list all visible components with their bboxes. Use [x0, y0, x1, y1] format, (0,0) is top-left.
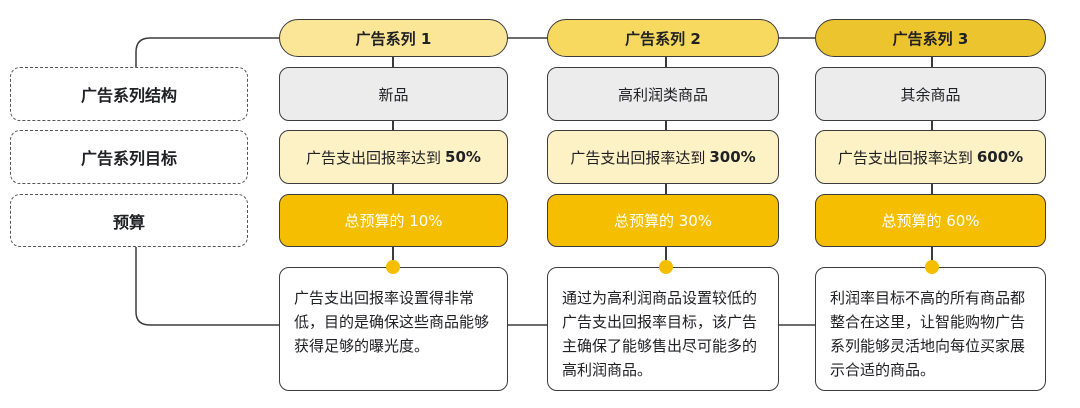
goal-value: 50% — [445, 148, 481, 166]
structure-text: 新品 — [378, 85, 409, 104]
campaign-budget-1: 总预算的 10% — [279, 194, 508, 247]
campaign-structure-2: 高利润类商品 — [547, 67, 779, 121]
structure-text: 其余商品 — [900, 85, 961, 104]
row-label-structure: 广告系列结构 — [10, 67, 248, 121]
campaign-title: 广告系列 3 — [892, 29, 969, 48]
campaign-description-1: 广告支出回报率设置得非常低，目的是确保这些商品能够获得足够的曝光度。 — [279, 267, 508, 391]
goal-prefix: 广告支出回报率达到 — [837, 148, 973, 167]
row-label-goal: 广告系列目标 — [10, 130, 248, 184]
campaign-description-2: 通过为高利润商品设置较低的广告支出回报率目标，该广告主确保了能够售出尽可能多的高… — [547, 267, 779, 391]
goal-prefix: 广告支出回报率达到 — [570, 148, 706, 167]
campaign-budget-3: 总预算的 60% — [815, 194, 1046, 247]
budget-text: 总预算的 10% — [344, 212, 443, 230]
campaign-structure-1: 新品 — [279, 67, 508, 121]
description-text: 利润率目标不高的所有商品都整合在这里，让智能购物广告系列能够灵活地向每位买家展示… — [830, 289, 1026, 379]
budget-text: 总预算的 30% — [613, 212, 713, 230]
campaign-header-3: 广告系列 3 — [815, 19, 1046, 57]
campaign-title: 广告系列 1 — [355, 29, 432, 48]
row-label-goal-text: 广告系列目标 — [80, 149, 177, 168]
campaign-structure-3: 其余商品 — [815, 67, 1046, 121]
goal-prefix: 广告支出回报率达到 — [306, 148, 442, 167]
structure-text: 高利润类商品 — [617, 85, 708, 104]
connector-dot-icon — [659, 260, 673, 274]
description-text: 广告支出回报率设置得非常低，目的是确保这些商品能够获得足够的曝光度。 — [294, 289, 490, 355]
connector-dot-icon — [386, 260, 400, 274]
row-label-structure-text: 广告系列结构 — [80, 86, 177, 105]
campaign-header-2: 广告系列 2 — [547, 19, 779, 57]
campaign-header-1: 广告系列 1 — [279, 19, 508, 57]
campaign-budget-2: 总预算的 30% — [547, 194, 779, 247]
row-label-budget-text: 预算 — [112, 212, 145, 232]
budget-text: 总预算的 60% — [881, 212, 980, 230]
goal-value: 600% — [976, 148, 1024, 166]
campaign-description-3: 利润率目标不高的所有商品都整合在这里，让智能购物广告系列能够灵活地向每位买家展示… — [815, 267, 1046, 391]
description-text: 通过为高利润商品设置较低的广告支出回报率目标，该广告主确保了能够售出尽可能多的高… — [562, 289, 758, 379]
campaign-title: 广告系列 2 — [625, 29, 701, 48]
row-label-budget: 预算 — [10, 194, 248, 247]
goal-value: 300% — [709, 148, 756, 166]
connector-dot-icon — [925, 260, 939, 274]
